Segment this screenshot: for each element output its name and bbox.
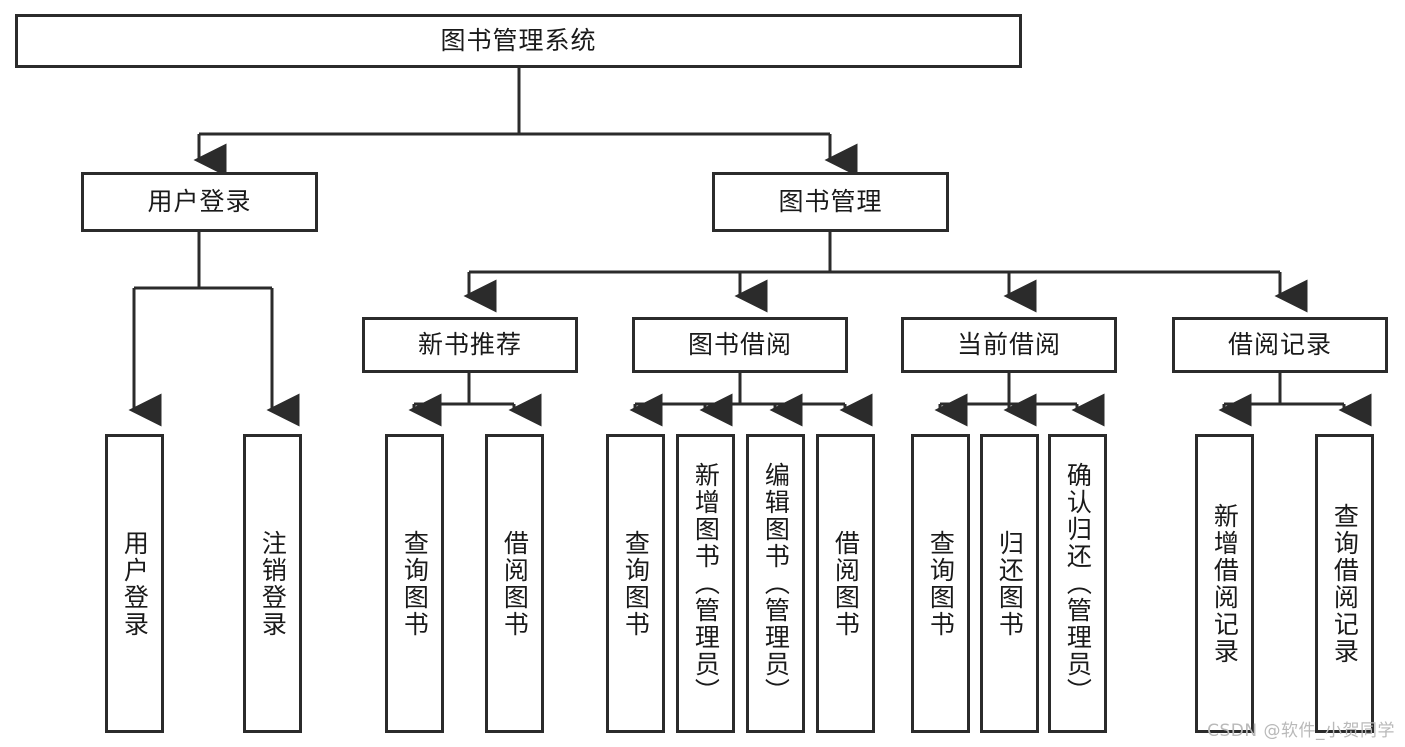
node-borrow-record[interactable]: 借阅记录 — [1172, 317, 1388, 373]
node-label: 图书管理系统 — [440, 26, 597, 55]
node-book-borrow[interactable]: 图书借阅 — [632, 317, 848, 373]
leaf-book-borrow-add-book-admin[interactable]: 新增图书（管理员） — [676, 434, 735, 733]
node-label: 新增图书（管理员） — [691, 462, 721, 705]
node-label: 借阅记录 — [1227, 330, 1332, 359]
node-label: 查询图书 — [621, 529, 651, 638]
leaf-new-book-borrow-book[interactable]: 借阅图书 — [485, 434, 544, 733]
leaf-borrow-record-add-record[interactable]: 新增借阅记录 — [1195, 434, 1254, 733]
node-label: 用户登录 — [120, 529, 150, 638]
node-label: 借阅图书 — [831, 529, 861, 638]
watermark: CSDN @软件_小贺同学 — [1207, 721, 1395, 741]
node-current-borrow[interactable]: 当前借阅 — [901, 317, 1117, 373]
node-new-book-recommend[interactable]: 新书推荐 — [362, 317, 578, 373]
node-label: 当前借阅 — [956, 330, 1061, 359]
leaf-user-login-login[interactable]: 用户登录 — [105, 434, 164, 733]
leaf-current-borrow-query-book[interactable]: 查询图书 — [911, 434, 970, 733]
leaf-current-borrow-return-book[interactable]: 归还图书 — [980, 434, 1039, 733]
leaf-book-borrow-borrow-book[interactable]: 借阅图书 — [816, 434, 875, 733]
leaf-book-borrow-edit-book-admin[interactable]: 编辑图书（管理员） — [746, 434, 805, 733]
node-label: 新书推荐 — [417, 330, 522, 359]
leaf-borrow-record-query-record[interactable]: 查询借阅记录 — [1315, 434, 1374, 733]
node-label: 查询图书 — [926, 529, 956, 638]
node-label: 编辑图书（管理员） — [761, 462, 791, 705]
node-label: 查询图书 — [400, 529, 430, 638]
node-label: 新增借阅记录 — [1210, 502, 1240, 665]
leaf-current-borrow-confirm-return-admin[interactable]: 确认归还（管理员） — [1048, 434, 1107, 733]
node-user-login[interactable]: 用户登录 — [81, 172, 318, 232]
node-label: 确认归还（管理员） — [1063, 462, 1093, 705]
node-label: 注销登录 — [258, 529, 288, 638]
node-label: 查询借阅记录 — [1330, 502, 1360, 665]
node-book-management[interactable]: 图书管理 — [712, 172, 949, 232]
leaf-new-book-query-book[interactable]: 查询图书 — [385, 434, 444, 733]
node-root-book-management-system[interactable]: 图书管理系统 — [15, 14, 1022, 68]
leaf-book-borrow-query-book[interactable]: 查询图书 — [606, 434, 665, 733]
node-label: 归还图书 — [995, 529, 1025, 638]
node-label: 图书借阅 — [687, 330, 792, 359]
node-label: 借阅图书 — [500, 529, 530, 638]
node-label: 图书管理 — [778, 187, 883, 216]
leaf-user-login-logout[interactable]: 注销登录 — [243, 434, 302, 733]
node-label: 用户登录 — [147, 187, 252, 216]
